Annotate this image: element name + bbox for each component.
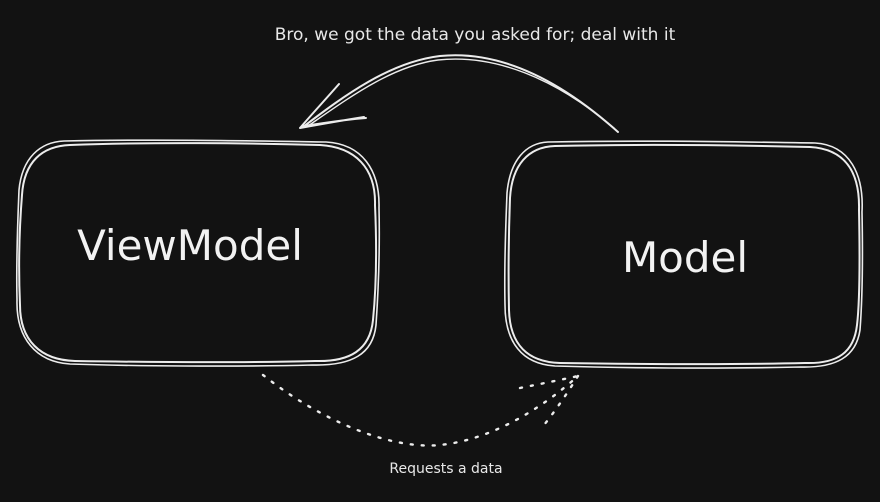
response-arrow-label: Bro, we got the data you asked for; deal…	[275, 25, 676, 45]
request-arrowhead-icon	[518, 374, 580, 427]
viewmodel-label: ViewModel	[77, 221, 303, 270]
viewmodel-box-outline-1	[18, 142, 378, 364]
model-box-outline-2	[503, 140, 864, 369]
model-label: Model	[622, 233, 748, 282]
viewmodel-node[interactable]: ViewModel	[15, 139, 381, 367]
model-node[interactable]: Model	[503, 140, 864, 369]
request-arrow	[261, 373, 580, 447]
response-arrow-curve	[302, 54, 619, 133]
request-arrow-label: Requests a data	[389, 461, 502, 477]
viewmodel-box-outline-2	[15, 139, 381, 367]
response-arrowhead-icon	[299, 83, 367, 129]
request-arrow-curve	[261, 373, 580, 447]
model-box-outline-1	[507, 143, 861, 366]
response-arrow-curve-echo	[307, 58, 615, 129]
response-arrow	[299, 54, 619, 133]
